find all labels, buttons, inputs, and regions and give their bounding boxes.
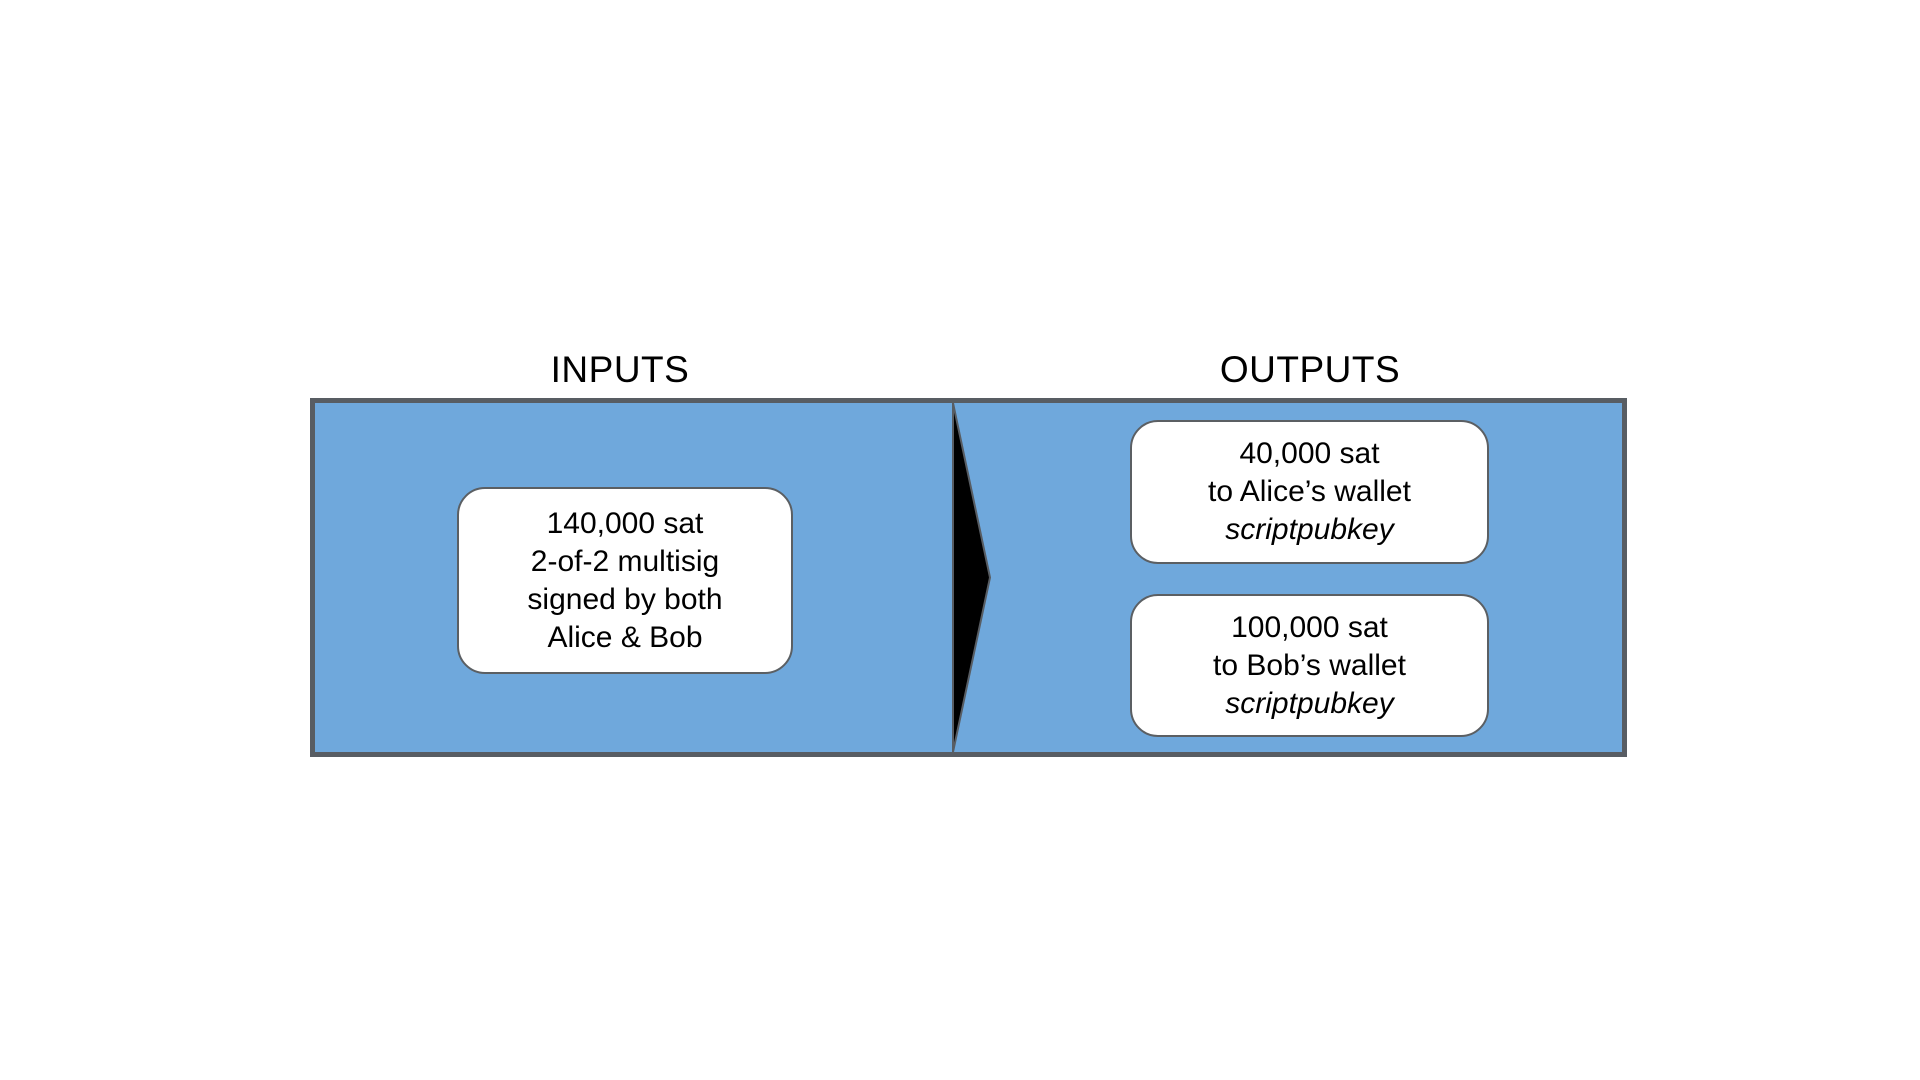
input-amount: 140,000 sat xyxy=(546,506,704,540)
flow-arrow-icon xyxy=(952,403,992,752)
output-destination: to Alice’s wallet xyxy=(1208,475,1411,508)
input-box: 140,000 sat 2-of-2 multisig signed by bo… xyxy=(457,487,793,674)
input-signature-line: signed by both xyxy=(527,582,723,616)
input-script-type: 2-of-2 multisig xyxy=(530,544,720,578)
output-box-alice: 40,000 sat to Alice’s wallet scriptpubke… xyxy=(1130,420,1489,564)
output-scriptpubkey: scriptpubkey xyxy=(1225,513,1394,546)
output-amount: 40,000 sat xyxy=(1239,437,1380,470)
input-signers: Alice & Bob xyxy=(547,620,703,654)
output-destination: to Bob’s wallet xyxy=(1213,648,1406,682)
output-amount: 100,000 sat xyxy=(1231,610,1388,644)
outputs-heading: OUTPUTS xyxy=(1219,349,1401,390)
inputs-heading: INPUTS xyxy=(550,349,690,390)
output-scriptpubkey: scriptpubkey xyxy=(1225,686,1394,720)
output-box-bob: 100,000 sat to Bob’s wallet scriptpubkey xyxy=(1130,594,1489,737)
